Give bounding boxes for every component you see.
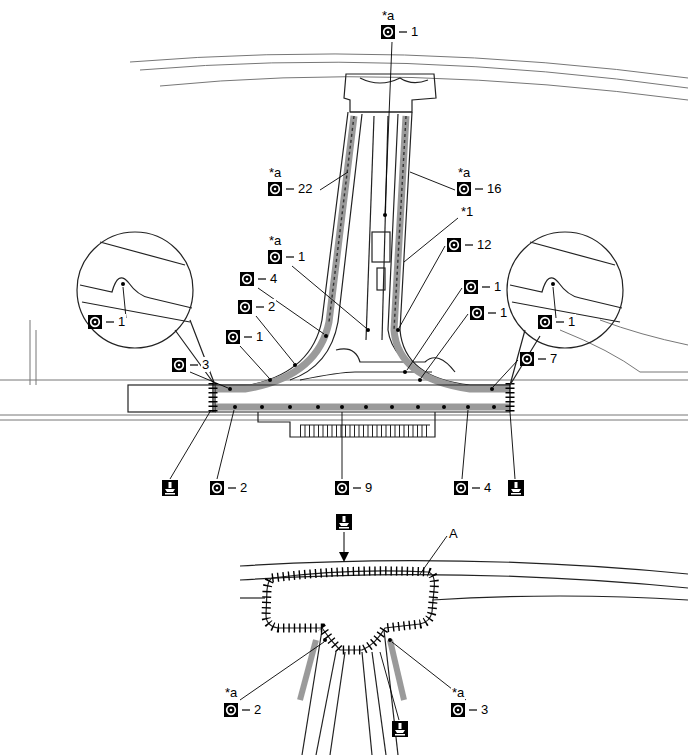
callout-number: 22 xyxy=(297,181,313,196)
callout-number: 7 xyxy=(549,351,558,366)
callout-number: 2 xyxy=(239,480,248,495)
callout-number: 1 xyxy=(117,314,126,329)
callout-number: 2 xyxy=(267,299,276,314)
note-mark: *1 xyxy=(460,204,474,219)
callout-number: 1 xyxy=(255,329,264,344)
note-mark: *a xyxy=(457,165,471,180)
note-mark: *a xyxy=(451,685,465,700)
callout-number: 12 xyxy=(476,237,492,252)
note-mark: *a xyxy=(268,165,282,180)
callout-number: 1 xyxy=(297,249,306,264)
callout-number: 4 xyxy=(483,480,492,495)
callout-number: 1 xyxy=(499,305,508,320)
callout-number: 16 xyxy=(486,181,502,196)
note-mark: *a xyxy=(224,685,238,700)
callout-number: 2 xyxy=(253,702,262,717)
callout-number: 1 xyxy=(410,24,419,39)
callout-number: 3 xyxy=(201,357,210,372)
callout-number: 9 xyxy=(364,480,373,495)
callout-number: 3 xyxy=(480,702,489,717)
note-mark: *a xyxy=(381,8,395,23)
note-mark: *a xyxy=(268,233,282,248)
callout-number: 1 xyxy=(493,279,502,294)
part-label: A xyxy=(448,526,459,541)
callout-number: 4 xyxy=(269,271,278,286)
callout-number: 1 xyxy=(567,314,576,329)
